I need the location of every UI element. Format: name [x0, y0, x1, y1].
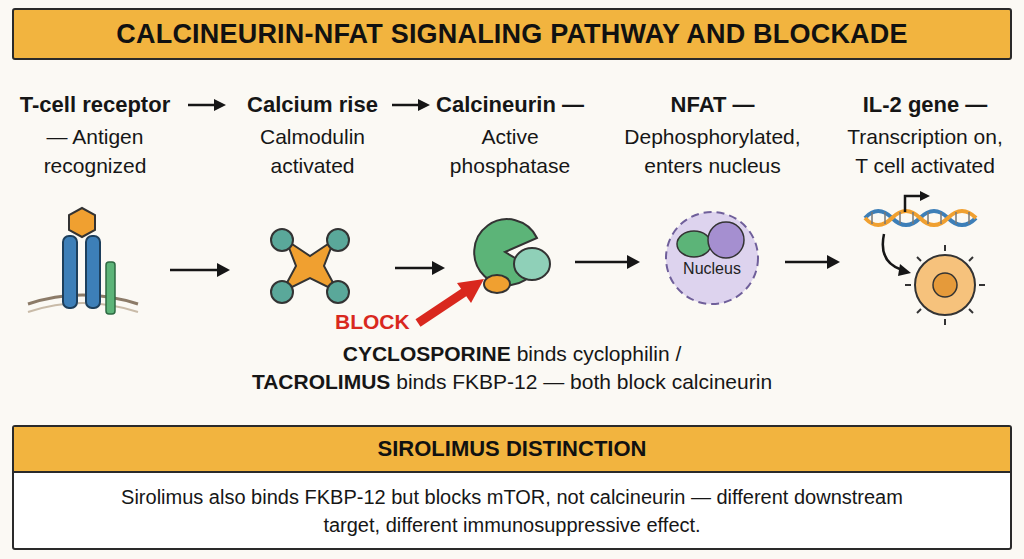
gene-icon-part-part — [912, 212, 914, 224]
gene-icon-part-part — [871, 212, 873, 224]
calmodulin-icon-part — [271, 281, 293, 303]
step-node: Calcium riseCalmodulin activated — [230, 88, 395, 328]
gene-icon-part-part — [968, 212, 970, 224]
calmodulin-icon — [271, 229, 349, 303]
drug-name: CYCLOSPORINE — [343, 342, 511, 365]
header-arrow-part — [392, 104, 420, 107]
gene-icon-part-part — [927, 212, 929, 224]
step-node: Calcineurin —Active phosphatase — [445, 88, 575, 328]
arrow-head — [432, 261, 445, 275]
gene-icon-part-part — [884, 212, 886, 224]
nucleus-label: Nucleus — [664, 260, 760, 278]
flow-arrow — [395, 261, 445, 275]
gene-icon-part-part — [917, 257, 921, 261]
receptor-icon-part — [86, 236, 100, 308]
step-heading: Calcium rise — [247, 92, 378, 118]
dna-binding-partner — [708, 222, 744, 258]
gene-icon-part — [905, 245, 985, 325]
gene-icon-part-part — [917, 309, 921, 313]
step-description: Calmodulin activated — [248, 122, 378, 180]
gene-icon-part-part — [899, 212, 901, 224]
gene-icon-part — [883, 234, 902, 270]
nucleus-membrane — [666, 212, 758, 304]
drug-note-line: TACROLIMUS binds FKBP-12 — both block ca… — [0, 370, 1024, 394]
calmodulin-icon-part — [271, 229, 293, 251]
nucleus-outline — [664, 210, 760, 306]
block-arrow-part — [457, 279, 484, 303]
arrow-shaft — [785, 261, 829, 264]
gene-icon-part — [872, 212, 969, 224]
nucleus-node: Nucleus — [664, 210, 760, 306]
gene-icon-part — [915, 255, 975, 315]
gene-icon-part — [865, 211, 976, 225]
arrow-head — [627, 255, 640, 269]
flow-arrow — [170, 263, 230, 277]
panel-heading: SIROLIMUS DISTINCTION — [14, 427, 1010, 473]
step-node: NFAT —Dephosphorylated, enters nucleusNu… — [640, 88, 785, 328]
calcineurin-icon — [474, 219, 550, 293]
gene-icon-part-part — [905, 284, 911, 286]
arrow-head — [217, 263, 230, 277]
drug-note: binds cyclophilin / — [517, 342, 682, 365]
receptor-icon — [28, 208, 138, 314]
header-arrow-part — [188, 104, 216, 107]
receptor-icon-part — [106, 262, 115, 314]
step-heading: T-cell receptor — [20, 92, 170, 118]
gene-icon-part — [865, 211, 976, 225]
gene-icon-part-part — [969, 309, 973, 313]
calcineurin-icon-part — [484, 275, 510, 293]
step-heading: Calcineurin — — [436, 92, 584, 118]
arrow-shaft — [170, 269, 219, 272]
step-heading: NFAT — — [671, 92, 755, 118]
gene-icon-part-part — [955, 212, 957, 224]
calcineurin-icon-part — [514, 248, 550, 280]
nfat-protein — [677, 231, 711, 257]
step-description: Active phosphatase — [445, 122, 575, 180]
drug-note-line: CYCLOSPORINE binds cyclophilin / — [0, 342, 1024, 366]
arrow-head — [827, 255, 840, 269]
drug-name: TACROLIMUS — [252, 370, 390, 393]
gene-icon-part — [920, 191, 930, 201]
arrow-shaft — [575, 261, 629, 264]
step-node: T-cell receptor — Antigen recognized — [20, 88, 170, 328]
gene-icon-part — [933, 273, 957, 297]
receptor-icon-part — [63, 236, 77, 308]
gene-icon-part-part — [944, 319, 946, 325]
block-label: BLOCK — [335, 310, 410, 334]
gene-icon-part-part — [969, 257, 973, 261]
title-banner: CALCINEURIN-NFAT SIGNALING PATHWAY AND B… — [12, 8, 1012, 60]
block-arrow-part — [418, 291, 466, 323]
gene-icon-part-part — [940, 212, 942, 224]
receptor-icon-part — [69, 208, 95, 237]
gene-icon-part — [905, 196, 922, 212]
flow-arrow — [575, 255, 640, 269]
header-arrow-part — [418, 99, 430, 111]
gene-icon — [865, 191, 985, 325]
panel-body: Sirolimus also binds FKBP-12 but blocks … — [117, 483, 907, 539]
step-description: Dephosphorylated, enters nucleus — [613, 122, 813, 180]
gene-icon-part-part — [944, 245, 946, 251]
step-heading: IL-2 gene — — [863, 92, 988, 118]
arrow-shaft — [395, 267, 434, 270]
step-node: IL-2 gene — Transcription on, T cell acti… — [840, 88, 1010, 328]
step-description: Transcription on, T cell activated — [839, 122, 1011, 180]
flow-arrow — [785, 255, 840, 269]
title-text: CALCINEURIN-NFAT SIGNALING PATHWAY AND B… — [116, 19, 907, 50]
calmodulin-icon-part — [327, 229, 349, 251]
block-arrow — [418, 279, 484, 323]
step-description: — Antigen recognized — [20, 122, 170, 180]
gene-icon-part-part — [979, 284, 985, 286]
calmodulin-icon-part — [327, 281, 349, 303]
drug-note: binds FKBP-12 — both block calcineurin — [396, 370, 772, 393]
info-panel: SIROLIMUS DISTINCTION Sirolimus also bind… — [12, 425, 1012, 550]
header-arrow-part — [214, 99, 226, 111]
receptor-icon-part — [28, 303, 138, 312]
gene-icon-part — [898, 264, 911, 276]
